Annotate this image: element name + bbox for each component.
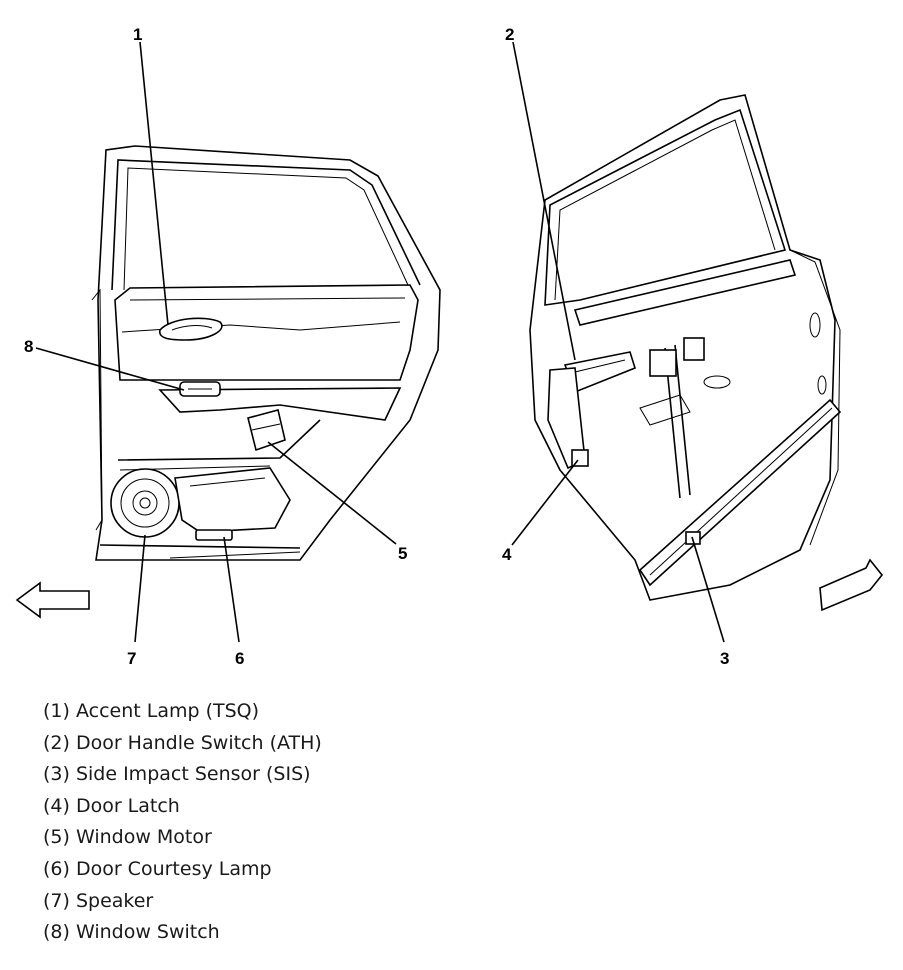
speaker-shape — [110, 468, 180, 538]
callout-2: 2 — [505, 25, 514, 44]
door-components-diagram: 1 2 3 4 5 6 7 8 — [15, 25, 884, 668]
legend-item: (8) Window Switch — [43, 921, 220, 944]
rear-door-interior-view — [91, 145, 441, 561]
callout-1: 1 — [133, 25, 142, 44]
forward-arrow-icon — [15, 581, 90, 619]
forward-arrow-icon-right — [819, 558, 884, 612]
leader-lines — [35, 41, 725, 643]
callout-8: 8 — [24, 337, 33, 356]
callout-7: 7 — [127, 649, 136, 668]
callout-5: 5 — [398, 544, 407, 563]
legend-item: (5) Window Motor — [43, 826, 212, 849]
callout-6: 6 — [235, 649, 244, 668]
legend-item: (4) Door Latch — [43, 794, 180, 817]
callout-4: 4 — [502, 545, 512, 564]
legend-item: (1) Accent Lamp (TSQ) — [43, 700, 260, 722]
legend-item: (3) Side Impact Sensor (SIS) — [43, 763, 311, 786]
component-legend: (1) Accent Lamp (TSQ) (2) Door Handle Sw… — [43, 696, 322, 949]
legend-item: (2) Door Handle Switch (ATH) — [43, 731, 322, 754]
legend-item: (7) Speaker — [43, 889, 154, 912]
rear-door-structure-view — [529, 94, 842, 601]
callout-3: 3 — [720, 649, 729, 668]
legend-item: (6) Door Courtesy Lamp — [43, 857, 272, 880]
